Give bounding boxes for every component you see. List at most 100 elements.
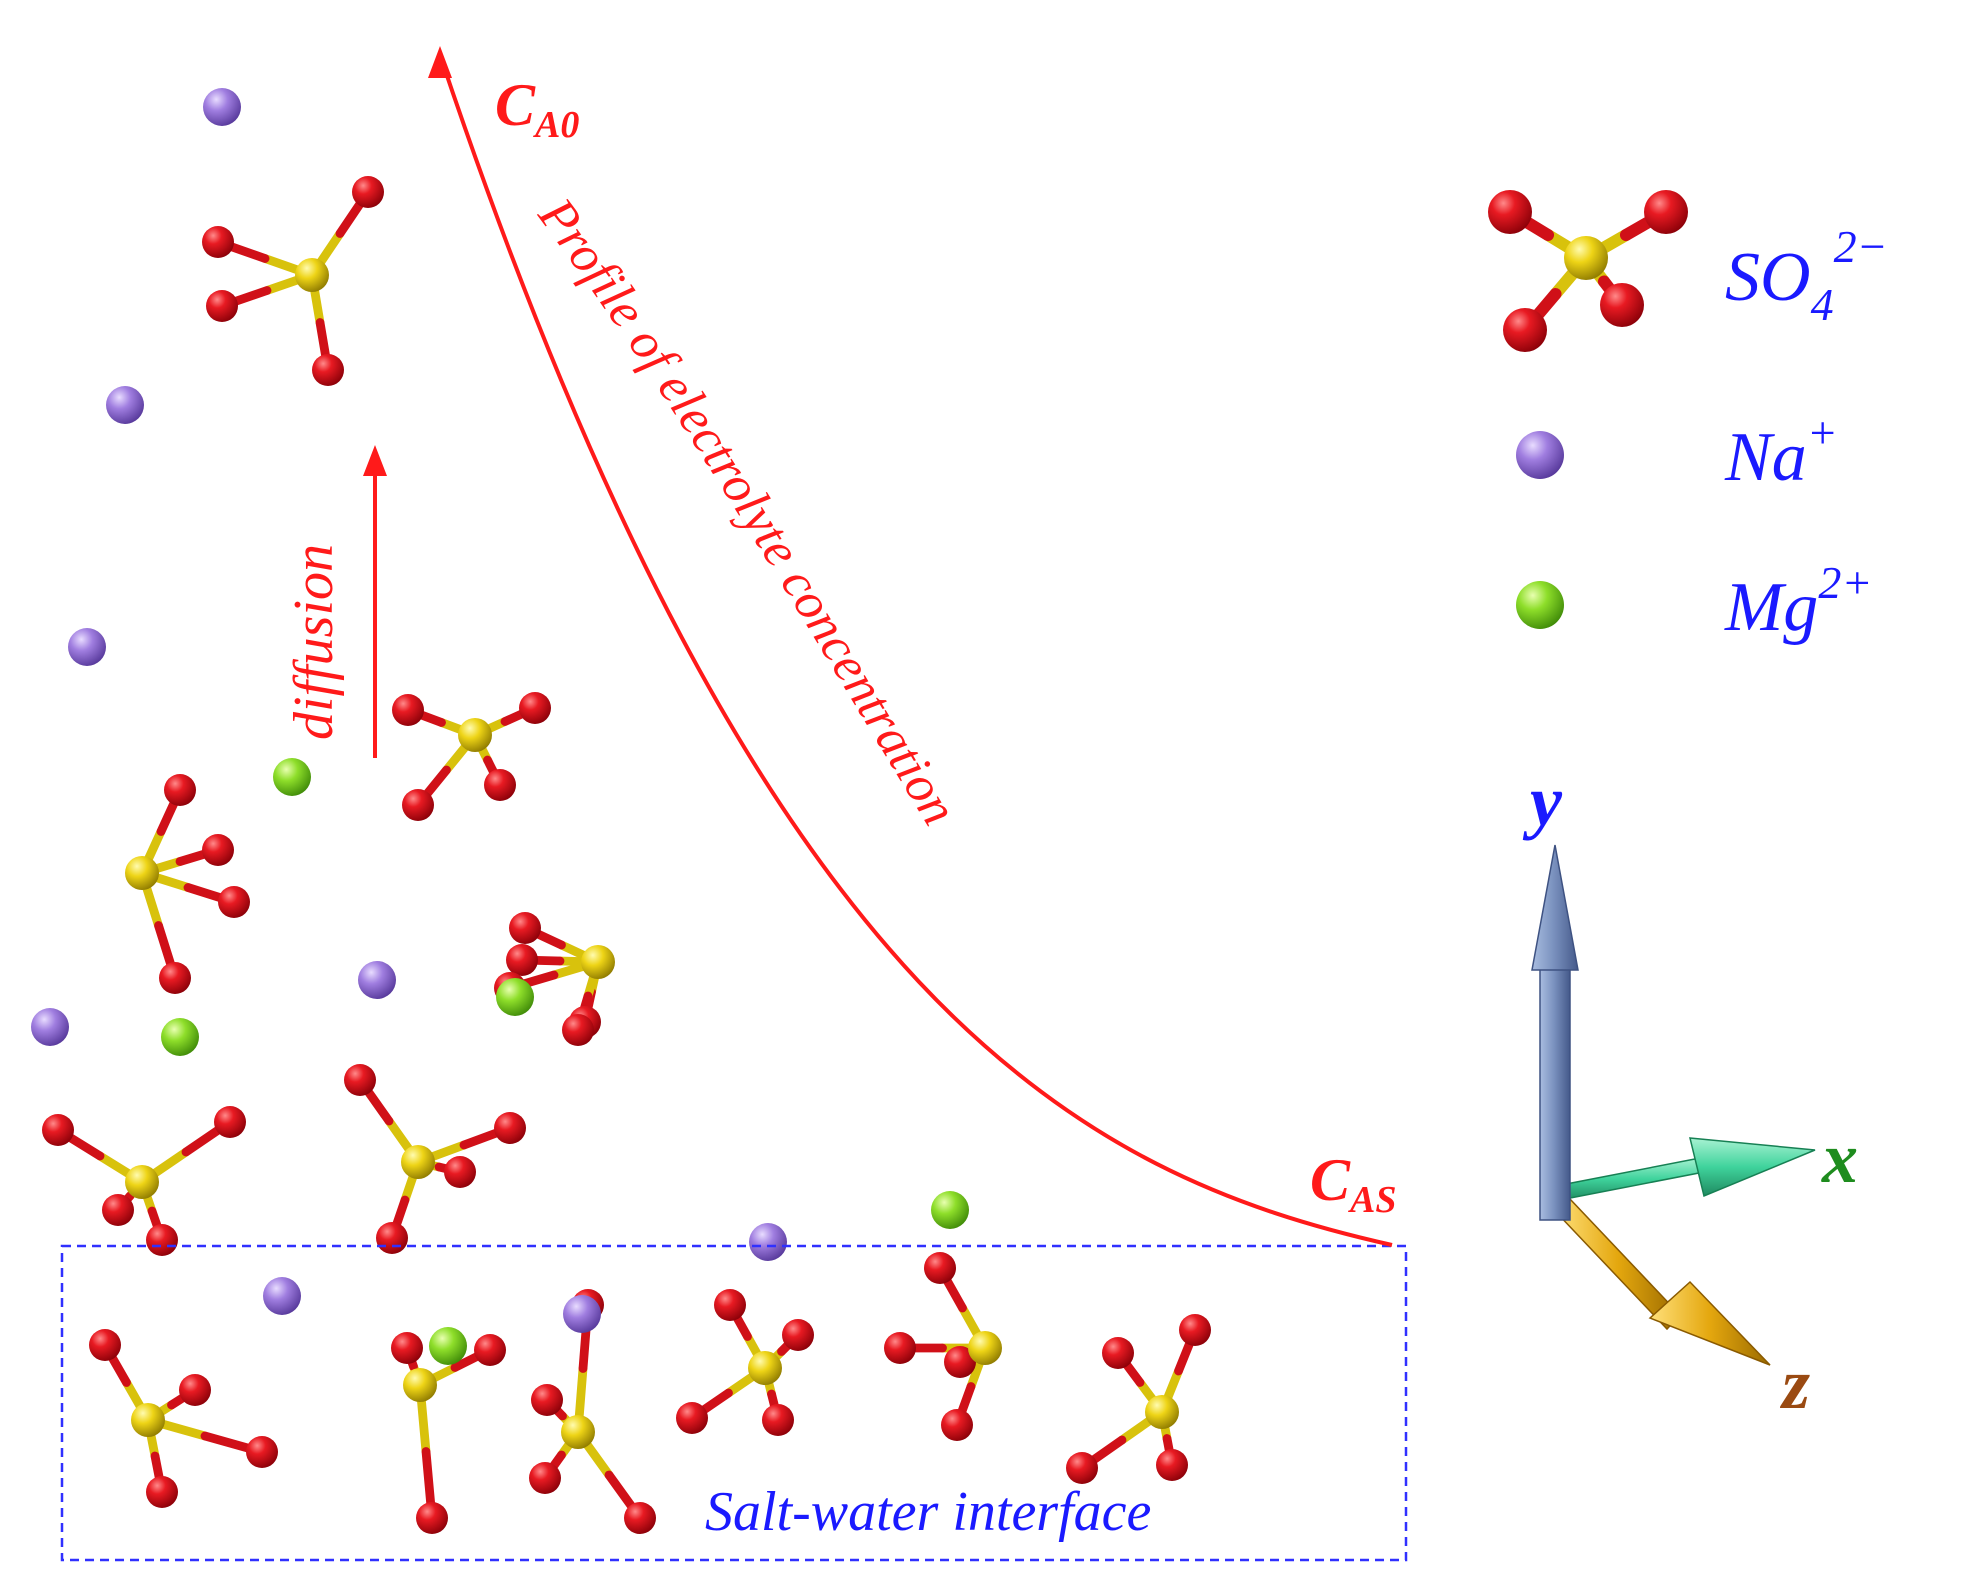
concentration-profile-curve <box>438 54 1393 1247</box>
oxygen-atom <box>214 1106 246 1138</box>
oxygen-atom <box>782 1319 814 1351</box>
coordinate-axes: y x z <box>1522 761 1858 1424</box>
sodium-ion <box>203 88 241 126</box>
sulfur-atom <box>1564 236 1608 280</box>
c-as-sub: AS <box>1348 1179 1396 1221</box>
sulfur-atom <box>581 945 615 979</box>
oxygen-atom <box>1102 1337 1134 1369</box>
oxygen-atom <box>924 1252 956 1284</box>
c-as-label: CAS <box>1310 1147 1397 1221</box>
sulfate-molecule <box>391 1332 506 1534</box>
x-axis-label: x <box>1821 1118 1858 1198</box>
sulfate-molecule <box>42 1106 246 1256</box>
legend-sulfate-sub: 4 <box>1811 279 1834 330</box>
legend-magnesium-sup: 2+ <box>1818 557 1872 608</box>
oxygen-atom <box>474 1334 506 1366</box>
sodium-ion <box>563 1295 601 1333</box>
oxygen-atom <box>941 1409 973 1441</box>
oxygen-atom <box>884 1332 916 1364</box>
sulfate-molecule <box>202 176 384 386</box>
diffusion-arrowhead <box>363 445 387 476</box>
sodium-ion <box>358 961 396 999</box>
oxygen-atom <box>762 1404 794 1436</box>
oxygen-atom <box>392 694 424 726</box>
magnesium-ion <box>273 758 311 796</box>
molecule-layer <box>31 88 1211 1534</box>
oxygen-atom <box>1600 283 1644 327</box>
oxygen-atom <box>391 1332 423 1364</box>
legend-magnesium-base: Mg <box>1724 569 1818 646</box>
sulfur-atom <box>403 1368 437 1402</box>
oxygen-atom <box>624 1502 656 1534</box>
oxygen-atom <box>1066 1452 1098 1484</box>
sulfur-atom <box>458 718 492 752</box>
sulfur-atom <box>748 1351 782 1385</box>
oxygen-atom <box>102 1194 134 1226</box>
magnesium-ion <box>429 1327 467 1365</box>
oxygen-atom <box>416 1502 448 1534</box>
oxygen-atom <box>402 789 434 821</box>
legend-icons <box>1488 190 1688 629</box>
oxygen-atom <box>529 1462 561 1494</box>
legend: SO42− Na+ Mg2+ <box>1488 190 1888 646</box>
sulfur-atom <box>968 1331 1002 1365</box>
legend-sodium-label: Na+ <box>1724 407 1838 496</box>
c-a0-base: C <box>495 72 536 138</box>
oxygen-atom <box>944 1346 976 1378</box>
sulfate-molecule <box>494 912 615 1046</box>
sulfur-atom <box>131 1403 165 1437</box>
magnesium-ion-icon <box>1516 581 1564 629</box>
c-a0-sub: A0 <box>533 104 579 146</box>
oxygen-atom <box>202 834 234 866</box>
oxygen-atom <box>714 1289 746 1321</box>
legend-magnesium-label: Mg2+ <box>1724 557 1872 646</box>
interface-label: Salt-water interface <box>705 1481 1151 1543</box>
sulfur-atom <box>125 856 159 890</box>
oxygen-atom <box>202 226 234 258</box>
sodium-ion <box>263 1277 301 1315</box>
oxygen-atom <box>146 1224 178 1256</box>
oxygen-atom <box>344 1064 376 1096</box>
oxygen-atom <box>352 176 384 208</box>
oxygen-atom <box>531 1384 563 1416</box>
oxygen-atom <box>146 1476 178 1508</box>
oxygen-atom <box>519 692 551 724</box>
oxygen-atom <box>246 1436 278 1468</box>
profile-label: Profile of electrolyte concentration <box>527 187 968 835</box>
sulfate-molecule <box>1066 1314 1211 1484</box>
oxygen-atom <box>312 354 344 386</box>
oxygen-atom <box>159 962 191 994</box>
magnesium-ion <box>496 978 534 1016</box>
sulfate-molecule <box>89 1329 278 1508</box>
sulfate-molecule-icon <box>1488 190 1688 352</box>
oxygen-atom <box>164 774 196 806</box>
oxygen-atom <box>1503 308 1547 352</box>
sodium-ion <box>68 628 106 666</box>
legend-sodium-sup: + <box>1807 407 1838 458</box>
magnesium-ion <box>161 1018 199 1056</box>
oxygen-atom <box>1179 1314 1211 1346</box>
z-axis-arrow <box>1554 1196 1771 1366</box>
oxygen-atom <box>494 1112 526 1144</box>
legend-sodium-base: Na <box>1724 419 1807 496</box>
y-axis-label: y <box>1522 761 1563 841</box>
oxygen-atom <box>179 1374 211 1406</box>
sulfate-molecule <box>125 774 250 994</box>
oxygen-atom <box>42 1114 74 1146</box>
legend-sulfate-label: SO42− <box>1725 221 1888 330</box>
z-axis-label: z <box>1779 1344 1810 1424</box>
oxygen-atom <box>376 1222 408 1254</box>
diffusion-label: diffusion <box>283 544 345 740</box>
y-axis-arrow <box>1531 844 1579 1221</box>
magnesium-ion <box>931 1191 969 1229</box>
oxygen-atom <box>1644 190 1688 234</box>
oxygen-atom <box>676 1402 708 1434</box>
oxygen-atom <box>444 1156 476 1188</box>
sulfur-atom <box>1145 1395 1179 1429</box>
c-as-base: C <box>1310 1147 1351 1213</box>
sodium-ion <box>106 386 144 424</box>
x-axis-arrow <box>1555 1137 1816 1201</box>
oxygen-atom <box>1156 1449 1188 1481</box>
oxygen-atom <box>206 290 238 322</box>
